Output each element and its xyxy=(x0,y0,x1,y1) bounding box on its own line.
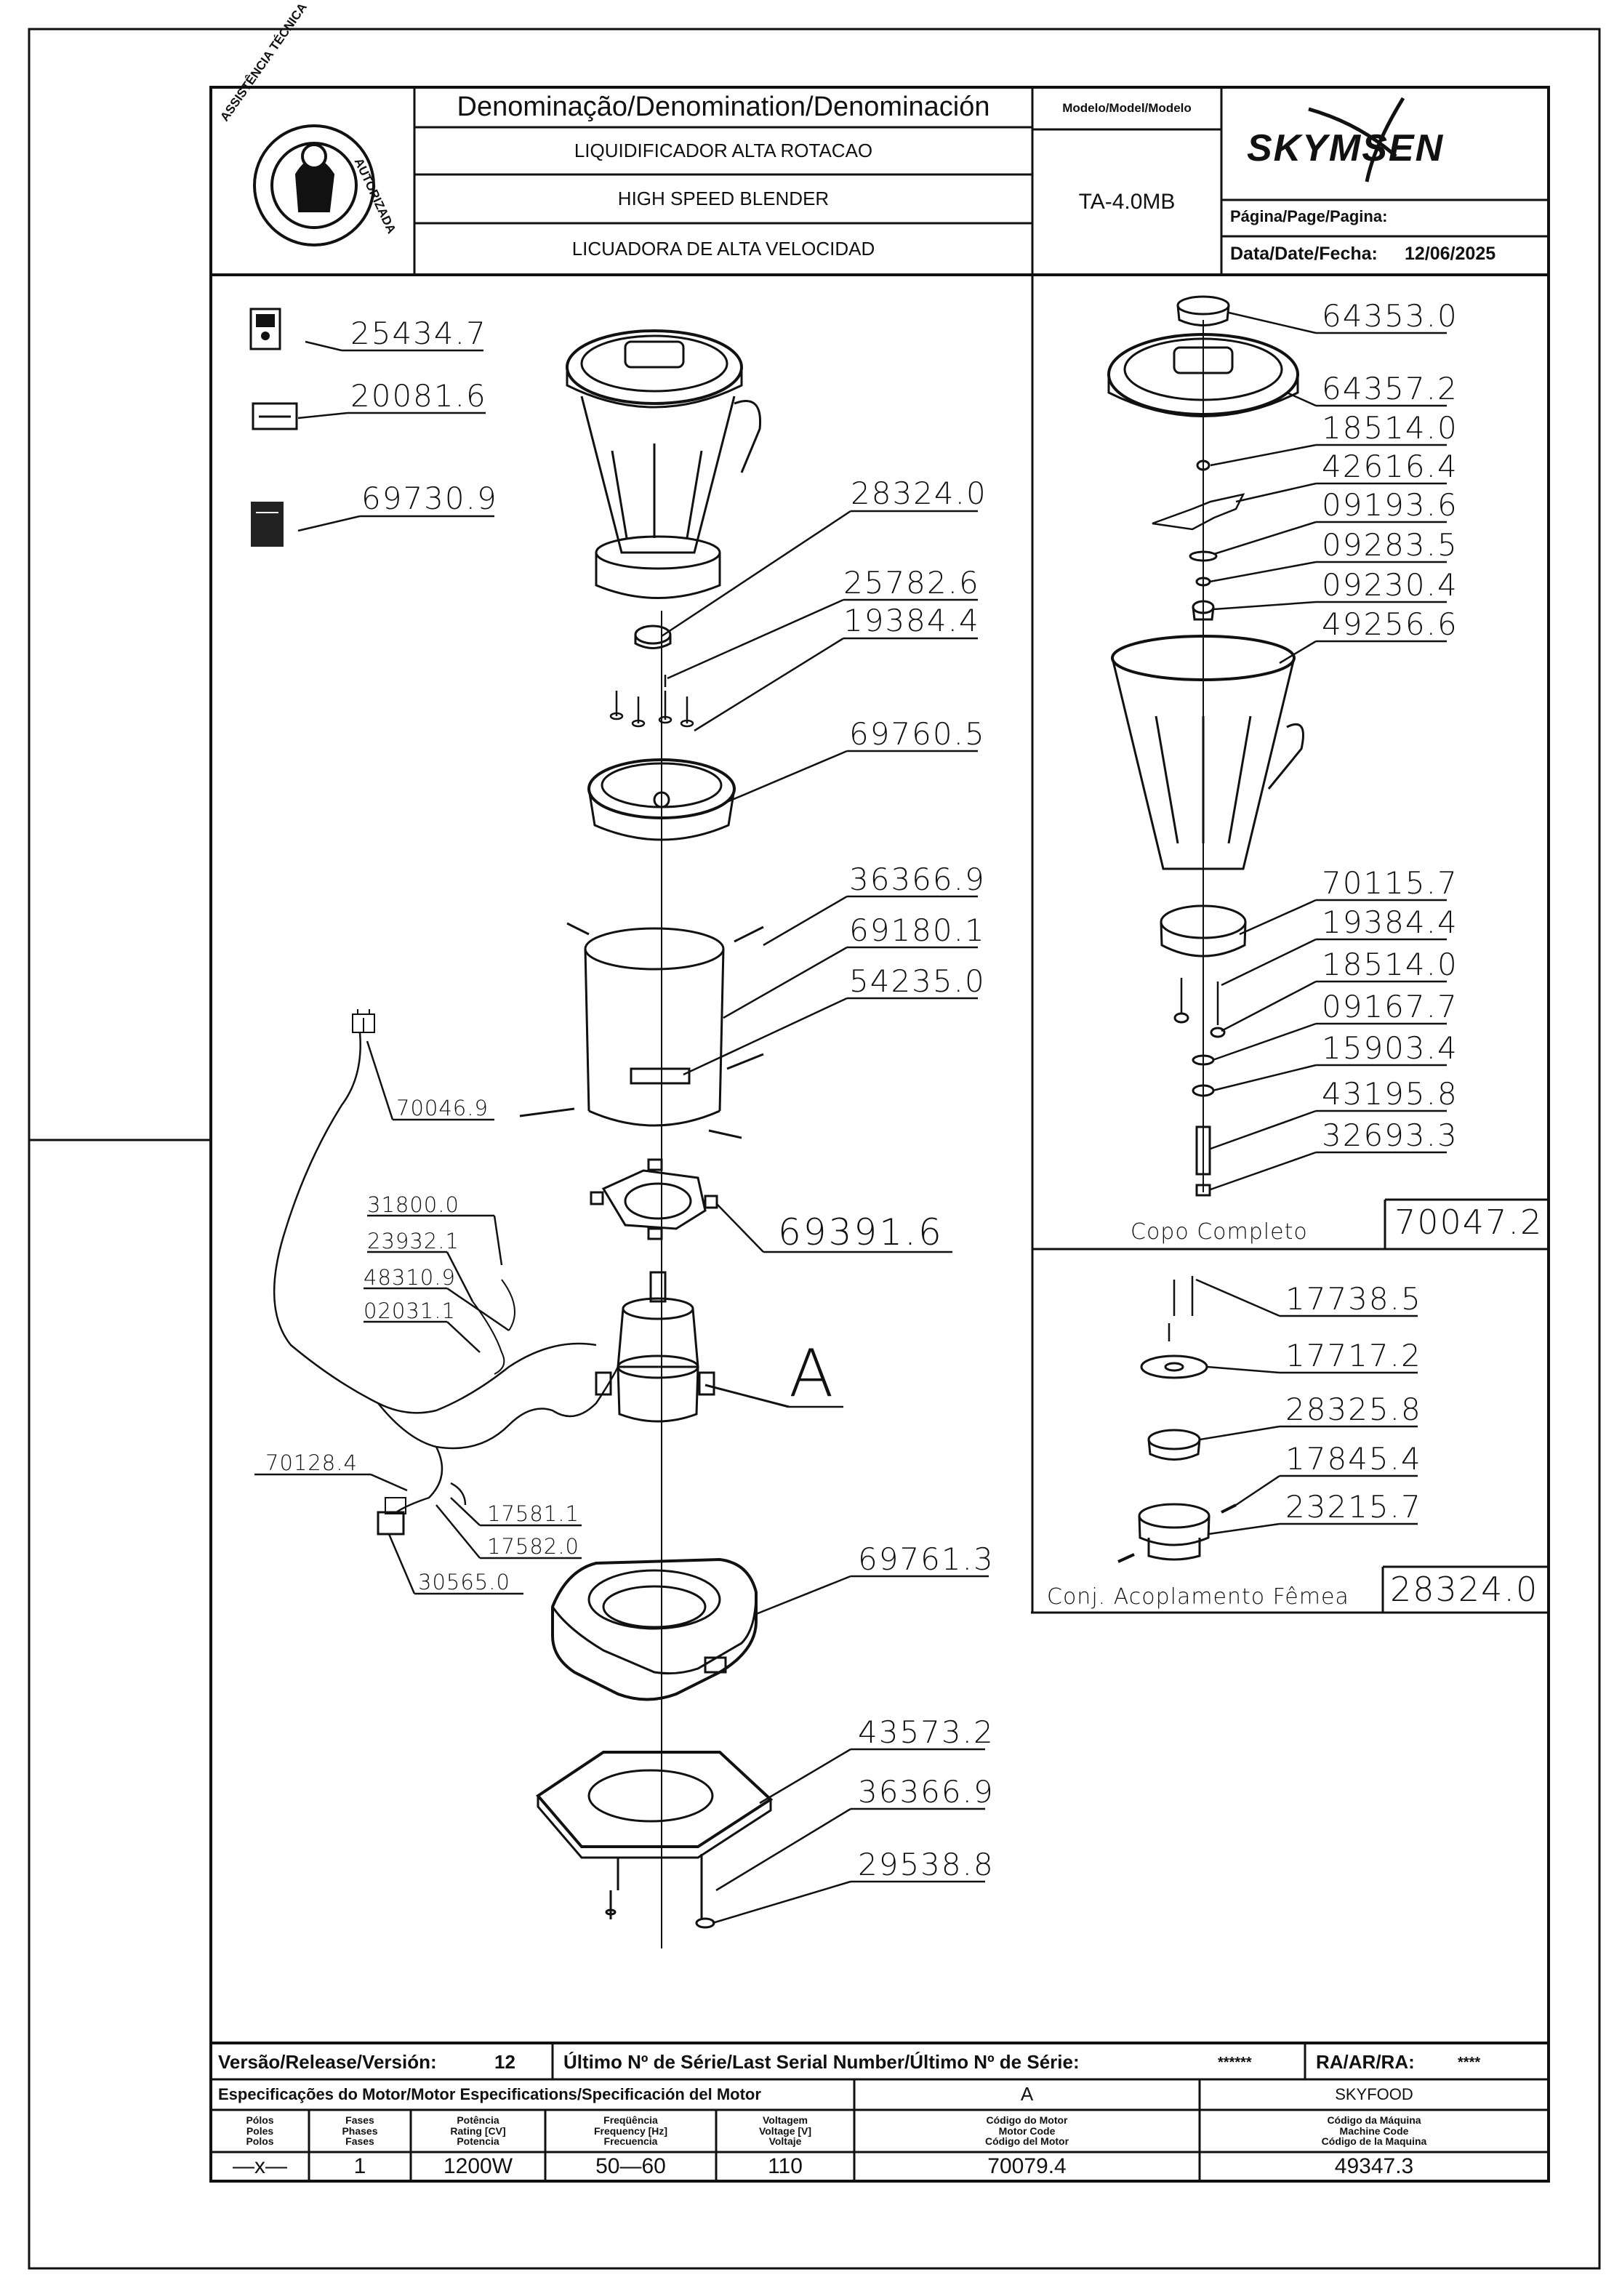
part-label: 28325.8 xyxy=(1285,1392,1422,1427)
copo-assembly xyxy=(1107,295,1304,1197)
part-label: 43195.8 xyxy=(1322,1076,1458,1112)
doc-icons xyxy=(249,308,298,547)
poles-header: Pólos Poles Polos xyxy=(246,2114,274,2148)
part-label: 09283.5 xyxy=(1322,527,1458,563)
conj-acoplamento-label: Conj. Acoplamento Fêmea xyxy=(1047,1584,1349,1610)
manufacturer: SKYFOOD xyxy=(1335,2085,1413,2104)
part-label: 70115.7 xyxy=(1322,865,1458,901)
denomination-header: Denominação/Denomination/Denominación xyxy=(457,92,990,123)
conj-acoplamento-code: 28324.0 xyxy=(1390,1570,1539,1609)
page-label: Página/Page/Pagina: xyxy=(1230,207,1388,225)
product-name-en: HIGH SPEED BLENDER xyxy=(617,188,830,210)
authorized-service-logo xyxy=(253,124,375,246)
part-label: 43573.2 xyxy=(858,1714,995,1750)
part-label: 17582.0 xyxy=(487,1534,579,1559)
motor-callout: A xyxy=(789,1336,834,1412)
phases-header: Fases Phases Fases xyxy=(342,2114,378,2148)
part-label: 32693.3 xyxy=(1322,1117,1458,1153)
date-label: Data/Date/Fecha: xyxy=(1230,244,1378,264)
part-label: 18514.0 xyxy=(1322,947,1458,982)
leader-lines xyxy=(254,311,1447,1924)
brand-name: SKYMSEN xyxy=(1247,127,1445,169)
part-label: 70046.9 xyxy=(396,1096,489,1120)
part-label: 69760.5 xyxy=(849,716,986,752)
part-label: 09193.6 xyxy=(1322,487,1458,523)
model-value: TA-4.0MB xyxy=(1078,190,1176,214)
part-label: 69391.6 xyxy=(778,1211,944,1253)
base-housing xyxy=(536,1557,774,1929)
part-label: 36366.9 xyxy=(858,1774,995,1810)
part-label: 19384.4 xyxy=(1322,904,1458,940)
voltage-header: Voltagem Voltage [V] Voltaje xyxy=(758,2114,812,2148)
model-header: Modelo/Model/Modelo xyxy=(1062,101,1192,116)
part-label: 20081.6 xyxy=(350,378,487,414)
part-label: 25434.7 xyxy=(350,316,487,351)
part-label: 18514.0 xyxy=(1322,410,1458,446)
part-label: 09167.7 xyxy=(1322,989,1458,1024)
last-serial-label: Último Nº de Série/Last Serial Number/Úl… xyxy=(563,2051,1080,2073)
ra-value: **** xyxy=(1458,2055,1481,2071)
motor-code-header: Código do Motor Motor Code Código del Mo… xyxy=(984,2114,1069,2148)
part-label: 19384.4 xyxy=(843,603,980,638)
voltage-value: 110 xyxy=(768,2154,803,2179)
part-label: 64357.2 xyxy=(1322,371,1458,406)
poles-value: —x— xyxy=(233,2154,287,2179)
machine-code-header: Código da Máquina Machine Code Código de… xyxy=(1321,2114,1427,2148)
frequency-header: Freqüência Frequency [Hz] Frecuencia xyxy=(593,2114,668,2148)
part-label: 09230.4 xyxy=(1322,567,1458,603)
product-name-es: LICUADORA DE ALTA VELOCIDAD xyxy=(571,238,875,260)
power-header: Potência Rating [CV] Potencia xyxy=(450,2114,506,2148)
copo-completo-code: 70047.2 xyxy=(1394,1203,1543,1242)
part-label: 23215.7 xyxy=(1285,1489,1422,1525)
phases-value: 1 xyxy=(353,2154,366,2179)
part-label: 31800.0 xyxy=(367,1192,459,1217)
part-label: 69761.3 xyxy=(858,1541,995,1577)
part-label: 25782.6 xyxy=(843,565,980,601)
version-value: 12 xyxy=(494,2051,515,2073)
part-label: 02031.1 xyxy=(364,1298,456,1323)
part-label: 49256.6 xyxy=(1322,606,1458,642)
part-label: 64353.0 xyxy=(1322,298,1458,334)
part-label: 15903.4 xyxy=(1322,1030,1458,1066)
part-label: 54235.0 xyxy=(849,963,986,999)
coupling-assembly xyxy=(1117,1276,1237,1563)
part-label: 17581.1 xyxy=(487,1501,579,1526)
part-label: 69180.1 xyxy=(849,912,986,948)
part-label: 28324.0 xyxy=(851,475,987,511)
part-label: 29538.8 xyxy=(858,1847,995,1882)
copo-completo-label: Copo Completo xyxy=(1131,1219,1308,1245)
part-label: 70128.4 xyxy=(265,1450,358,1475)
part-label: 69730.9 xyxy=(361,481,498,516)
machine-code-value: 49347.3 xyxy=(1334,2154,1414,2179)
ra-label: RA/AR/RA: xyxy=(1316,2051,1415,2073)
part-label: 23932.1 xyxy=(367,1229,459,1253)
frequency-value: 50—60 xyxy=(595,2154,666,2179)
part-label: 17738.5 xyxy=(1285,1281,1422,1317)
part-label: 48310.9 xyxy=(364,1265,456,1290)
part-label: 42616.4 xyxy=(1322,449,1458,484)
product-name-pt: LIQUIDIFICADOR ALTA ROTACAO xyxy=(574,140,873,162)
date-value: 12/06/2025 xyxy=(1405,244,1496,264)
motor-code-value: 70079.4 xyxy=(987,2154,1067,2179)
version-label: Versão/Release/Versión: xyxy=(218,2051,437,2073)
last-serial-value: ****** xyxy=(1218,2055,1252,2071)
part-label: 36366.9 xyxy=(849,862,986,897)
part-label: 17717.2 xyxy=(1285,1338,1422,1373)
motor-ref: A xyxy=(1020,2083,1034,2106)
skymsen-logo xyxy=(1308,97,1405,182)
power-value: 1200W xyxy=(443,2154,513,2179)
motor-spec-label: Especificações do Motor/Motor Especifica… xyxy=(218,2085,761,2103)
part-label: 30565.0 xyxy=(418,1570,510,1594)
part-label: 17845.4 xyxy=(1285,1441,1422,1477)
left-assembly xyxy=(273,329,790,1948)
